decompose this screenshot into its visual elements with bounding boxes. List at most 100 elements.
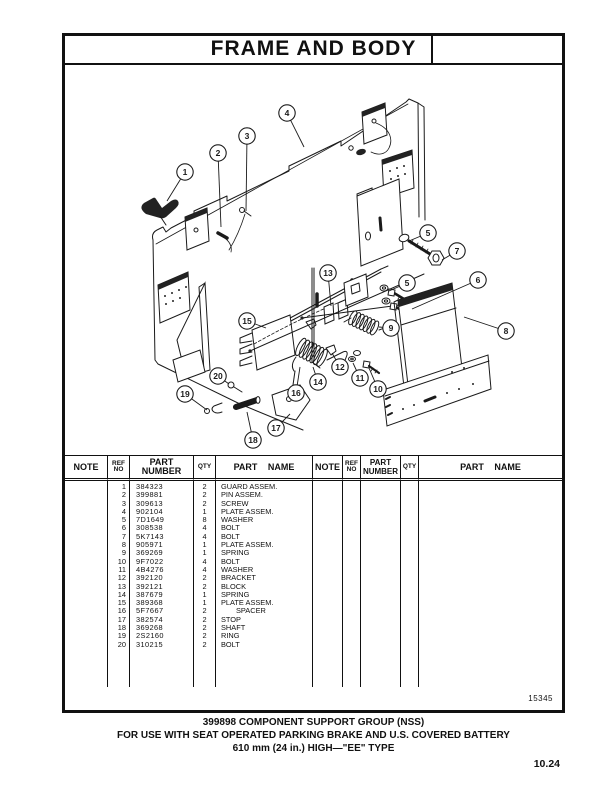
column-ref-no-2 xyxy=(343,481,361,687)
blocks xyxy=(323,298,349,325)
callout-3 xyxy=(238,127,256,145)
table-cell-name: SCREW xyxy=(221,498,249,508)
table-cell-part: 382574 xyxy=(136,614,164,624)
header-note-2: NOTE xyxy=(313,456,343,481)
title-divider xyxy=(431,36,433,63)
table-cell-part: 9F7022 xyxy=(136,556,164,566)
table-cell-part: 369269 xyxy=(136,548,164,558)
header-note: NOTE xyxy=(65,456,108,481)
footer-caption: 399898 COMPONENT SUPPORT GROUP (NSS) FOR… xyxy=(62,716,565,756)
table-cell-name: BOLT xyxy=(221,531,240,541)
column-qty-2 xyxy=(401,481,419,687)
callout-6 xyxy=(469,271,487,289)
table-cell-name: BOLT xyxy=(221,639,240,649)
table-cell-qty: 2 xyxy=(202,498,207,508)
table-cell-ref: 15 xyxy=(117,598,126,608)
callout-17 xyxy=(267,419,285,437)
table-cell-ref: 12 xyxy=(117,573,126,583)
table-cell-name: WASHER xyxy=(221,515,254,525)
table-cell-name: BOLT xyxy=(221,523,240,533)
spring-9 xyxy=(343,310,388,336)
callout-1 xyxy=(176,163,194,181)
table-cell-qty: 2 xyxy=(202,490,207,500)
table-cell-ref: 8 xyxy=(121,540,126,550)
callout-number-19: 19 xyxy=(180,389,190,399)
table-cell-name: BOLT xyxy=(221,556,240,566)
table-cell-ref: 7 xyxy=(121,531,126,541)
callout-9 xyxy=(382,319,400,337)
table-cell-part: 392121 xyxy=(136,581,164,591)
callout-12 xyxy=(331,358,349,376)
table-cell-qty: 1 xyxy=(202,598,207,608)
table-cell-ref: 2 xyxy=(121,490,126,500)
callout-number-18: 18 xyxy=(248,435,258,445)
callout-19 xyxy=(176,385,194,403)
callout-2 xyxy=(209,144,227,162)
table-cell-qty: 4 xyxy=(202,523,207,533)
table-cell-part: 5F7667 xyxy=(136,606,164,616)
table-cell-ref: 19 xyxy=(117,631,126,641)
table-cell-ref: 11 xyxy=(118,564,126,574)
table-cell-ref: 17 xyxy=(117,614,126,624)
table-cell-qty: 2 xyxy=(202,623,207,633)
table-cell-qty: 1 xyxy=(202,589,207,599)
callout-number-20: 20 xyxy=(213,371,223,381)
table-cell-name: PLATE ASSEM. xyxy=(221,598,274,608)
table-cell-name: BLOCK xyxy=(221,581,247,591)
table-cell-qty: 1 xyxy=(202,506,207,516)
table-cell-name: STOP xyxy=(221,614,241,624)
footer-line-3: 610 mm (24 in.) HIGH—"EE" TYPE xyxy=(232,743,395,755)
callout-number-16: 16 xyxy=(291,388,301,398)
callout-number-6: 6 xyxy=(476,275,481,285)
callout-18 xyxy=(244,431,262,449)
table-cell-part: 5K7143 xyxy=(136,531,164,541)
table-cell-qty: 2 xyxy=(202,631,207,641)
table-cell-qty: 2 xyxy=(202,606,207,616)
washers-11-bolt-10 xyxy=(348,350,381,375)
column-part-number-2 xyxy=(361,481,401,687)
table-cell-qty: 1 xyxy=(202,540,207,550)
callout-number-14: 14 xyxy=(313,377,323,387)
table-cell-qty: 4 xyxy=(202,531,207,541)
table-cell-part: 2S2160 xyxy=(136,631,164,641)
callout-number-4: 4 xyxy=(285,108,290,118)
table-cell-qty: 2 xyxy=(202,614,207,624)
perforated-plate-left xyxy=(157,271,191,324)
callout-number-5: 5 xyxy=(426,228,431,238)
table-cell-part: 399881 xyxy=(136,490,164,500)
callout-leader-2 xyxy=(217,152,222,228)
callout-5 xyxy=(419,224,437,242)
table-cell-ref: 1 xyxy=(121,482,126,491)
callout-number-2: 2 xyxy=(216,148,221,158)
callout-7 xyxy=(448,242,466,260)
bracket-upper-right xyxy=(348,102,392,156)
callout-number-1: 1 xyxy=(183,167,188,177)
handle-lever xyxy=(141,197,179,226)
table-cell-qty: 2 xyxy=(202,482,207,491)
callout-number-12: 12 xyxy=(335,362,345,372)
table-cell-qty: 1 xyxy=(202,548,207,558)
form-number: 15345 xyxy=(528,694,553,703)
callout-number-7: 7 xyxy=(455,246,460,256)
table-cell-name: PLATE ASSEM. xyxy=(221,540,274,550)
page-title: FRAME AND BODY xyxy=(210,37,417,60)
callout-5 xyxy=(398,274,416,292)
header-part-name-2: PART NAME xyxy=(419,456,562,481)
callout-number-11: 11 xyxy=(356,373,365,383)
callout-leader-6 xyxy=(411,279,479,310)
table-cell-ref: 18 xyxy=(117,623,126,633)
table-cell-part: 392120 xyxy=(136,573,164,583)
callout-number-10: 10 xyxy=(373,384,383,394)
table-cell-part: 389368 xyxy=(136,598,164,608)
table-cell-ref: 14 xyxy=(117,589,126,599)
callout-number-17: 17 xyxy=(271,423,281,433)
table-cell-part: 387679 xyxy=(136,589,164,599)
callout-13 xyxy=(319,264,337,282)
